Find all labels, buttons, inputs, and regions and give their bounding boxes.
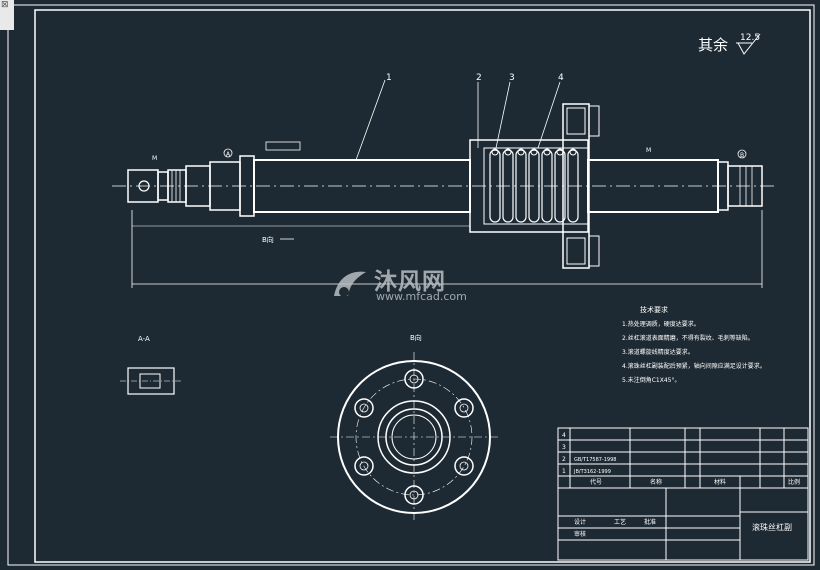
- flange-hatch-bottom: [588, 235, 600, 267]
- tb-header-scale: 比例: [788, 478, 800, 486]
- watermark-url: www.mfcad.com: [376, 290, 467, 303]
- flange-bolt-bottom: [566, 237, 586, 265]
- flange-bolt-holes-inner: [359, 374, 469, 500]
- bolt-hole-inner: [409, 374, 419, 384]
- bolt-hole: [404, 369, 424, 389]
- balloon-4: 4: [558, 73, 564, 83]
- balloon-1: 1: [386, 73, 392, 83]
- b-direction-label: B向: [262, 235, 274, 244]
- datum-a-marker: [223, 148, 233, 158]
- ball-groove: [541, 149, 553, 223]
- tb-approve: 批准: [644, 518, 656, 526]
- datum-b-label: B: [740, 152, 744, 159]
- tb-header-code: 代号: [590, 478, 602, 486]
- tb-process: 工艺: [614, 518, 626, 526]
- title-block: [557, 427, 809, 561]
- ball-grooves: [489, 149, 579, 223]
- right-end-journal: [727, 165, 763, 207]
- tech-req-item-2: 2.丝杠滚道表面精磨，不得有裂纹、毛刺等缺陷。: [622, 334, 754, 342]
- tb-row-4-code: JB/T3162-1999: [573, 469, 611, 475]
- ball-groove: [554, 149, 566, 223]
- outer-frame: [7, 4, 815, 566]
- drawing-name: 滚珠丝杠副: [752, 522, 792, 532]
- ball: [543, 148, 551, 156]
- tb-designer: 设计: [574, 518, 586, 526]
- tb-row-1-no: 4: [562, 432, 566, 439]
- datum-a-label: A: [226, 151, 231, 158]
- ball: [530, 148, 538, 156]
- tb-row-2-no: 3: [562, 444, 566, 451]
- ball-groove: [502, 149, 514, 223]
- flange-bolt-holes: [354, 369, 474, 505]
- leader-3: [495, 81, 511, 149]
- bolt-hole: [454, 398, 474, 418]
- ball: [504, 148, 512, 156]
- bolt-hole: [354, 398, 374, 418]
- section-aa-label: A-A: [138, 335, 150, 343]
- view-b-label: B向: [410, 333, 422, 342]
- tech-req-title: 技术要求: [640, 305, 668, 314]
- left-end-hole: [138, 180, 150, 192]
- tolerance-frame: [265, 141, 301, 151]
- ball: [517, 148, 525, 156]
- balloon-2: 2: [476, 73, 482, 83]
- corner-mark-icon: ⊠: [1, 0, 9, 10]
- ball: [491, 148, 499, 156]
- bolt-hole: [454, 456, 474, 476]
- leader-4: [537, 81, 561, 149]
- bolt-hole-inner: [459, 403, 469, 413]
- bolt-hole-inner: [409, 490, 419, 500]
- datum-m-label-left: M: [152, 155, 157, 162]
- tb-header-material: 材料: [714, 478, 726, 486]
- tech-req-item-4: 4.滚珠丝杠副装配后预紧，轴向间隙应满足设计要求。: [622, 362, 766, 370]
- roughness-symbol: [737, 33, 761, 55]
- balloon-3: 3: [509, 73, 515, 83]
- bolt-hole-inner: [359, 403, 369, 413]
- datum-b-marker: [737, 149, 747, 159]
- tb-row-4-no: 1: [562, 468, 566, 475]
- datum-m-label-right: M: [646, 147, 651, 154]
- ball-groove: [515, 149, 527, 223]
- bolt-hole: [354, 456, 374, 476]
- corner-mark: ⊠: [0, 0, 14, 30]
- balls-top: [491, 148, 577, 156]
- ball-groove: [567, 149, 579, 223]
- bolt-hole-inner: [359, 461, 369, 471]
- flange-hatch-top: [588, 105, 600, 137]
- roughness-label: 其余: [698, 36, 728, 54]
- watermark-logo-icon: [334, 271, 366, 297]
- ball-groove: [489, 149, 501, 223]
- inner-frame: [34, 9, 811, 563]
- tb-reviewer: 审核: [574, 530, 586, 538]
- ball-groove: [528, 149, 540, 223]
- tech-req-item-1: 1.热处理调质，硬度达要求。: [622, 320, 700, 328]
- tech-req-item-3: 3.滚道螺旋线精度达要求。: [622, 348, 694, 356]
- watermark-brand: 沐风网: [374, 269, 446, 295]
- title-block-frame: [557, 427, 809, 561]
- roughness-value: 12.5: [740, 33, 760, 43]
- bolt-hole-inner: [459, 461, 469, 471]
- leader-1: [355, 79, 386, 161]
- tb-row-3-code: GB/T17587-1998: [574, 457, 616, 463]
- bolt-hole: [404, 485, 424, 505]
- watermark: 沐风网 www.mfcad.com: [330, 262, 495, 308]
- tb-header-name: 名称: [650, 478, 662, 486]
- tech-req-item-5: 5.未注倒角C1X45°。: [622, 376, 680, 384]
- tb-row-3-no: 2: [562, 456, 566, 463]
- flange-bolt-top: [566, 107, 586, 135]
- ball: [569, 148, 577, 156]
